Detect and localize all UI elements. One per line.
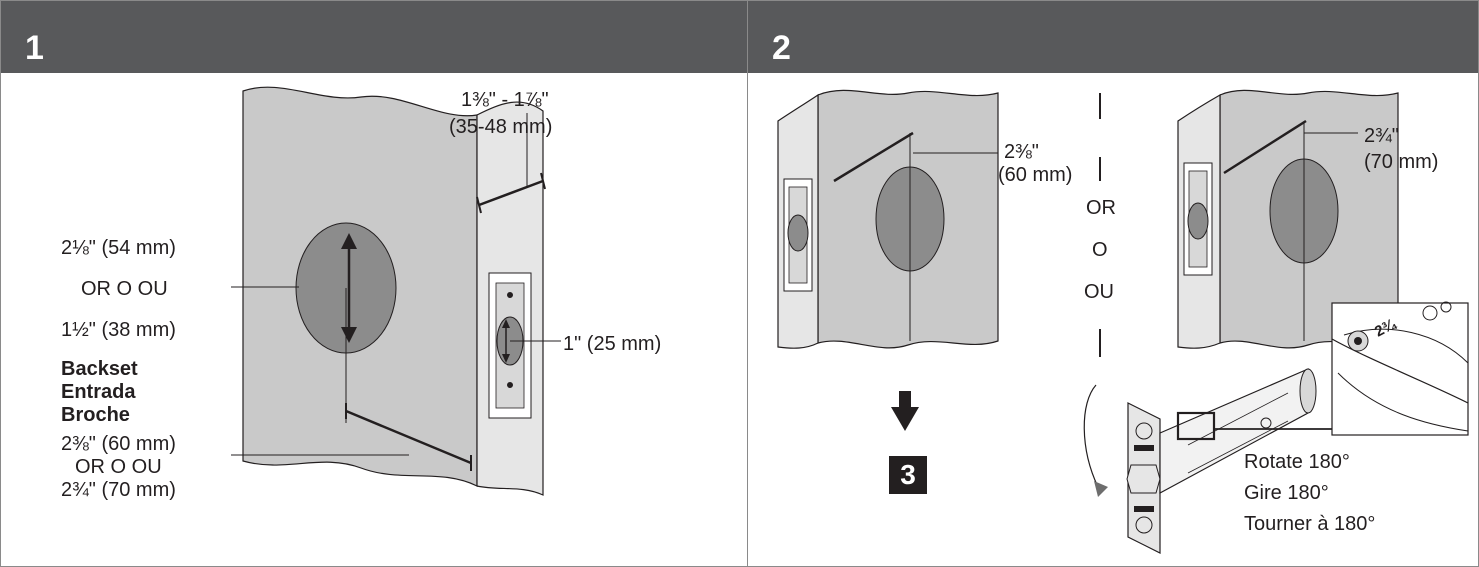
down-arrow-icon <box>891 391 919 431</box>
thickness-label: 1⅜" - 1⅞" <box>461 89 549 111</box>
step-2-number: 2 <box>772 29 791 67</box>
backset-70-in-label: 2¾" <box>1364 125 1399 147</box>
backset-60-mm-label: (60 mm) <box>998 164 1073 186</box>
or-label-es: O <box>1092 239 1108 261</box>
door-70mm <box>1177 89 1399 349</box>
backset-70-mm-label: (70 mm) <box>1364 151 1439 173</box>
rotate-label-fr: Tourner à 180° <box>1244 513 1376 535</box>
door-60mm <box>777 89 999 349</box>
backset-or-label: OR O OU <box>75 456 162 478</box>
backset-a-label: 2⅜" (60 mm) <box>61 433 176 455</box>
rotate-label-es: Gire 180° <box>1244 482 1329 504</box>
edge-bore-label: 1" (25 mm) <box>563 333 662 355</box>
step-1-panel: 1 1⅜" - 1⅞" <box>0 0 748 567</box>
door-bore-diagram <box>231 86 561 496</box>
step-2-header: 2 <box>748 1 1478 73</box>
step-1-number: 1 <box>25 29 44 67</box>
backset-adjust-diagram: 2¾ <box>777 89 1469 554</box>
thickness-mm-label: (35-48 mm) <box>449 116 553 138</box>
backset-title-fr: Broche <box>61 404 130 426</box>
backset-60-in-label: 2⅜" <box>1004 141 1039 163</box>
hole-size-or-label: OR O OU <box>81 278 168 300</box>
backset-title-es: Entrada <box>61 381 136 403</box>
rotate-label-en: Rotate 180° <box>1244 451 1350 473</box>
step-1-header: 1 <box>1 1 747 73</box>
next-step-badge: 3 <box>889 456 927 494</box>
hole-size-b-label: 1½" (38 mm) <box>61 319 176 341</box>
or-label-fr: OU <box>1084 281 1114 303</box>
backset-b-label: 2¾" (70 mm) <box>61 479 176 501</box>
step-2-panel: 2 <box>748 0 1479 567</box>
or-label-en: OR <box>1086 197 1116 219</box>
latch-detail-inset <box>1331 301 1469 436</box>
hole-size-a-label: 2⅛" (54 mm) <box>61 237 176 259</box>
backset-title-en: Backset <box>61 358 138 380</box>
latch-assembly <box>1083 368 1332 554</box>
